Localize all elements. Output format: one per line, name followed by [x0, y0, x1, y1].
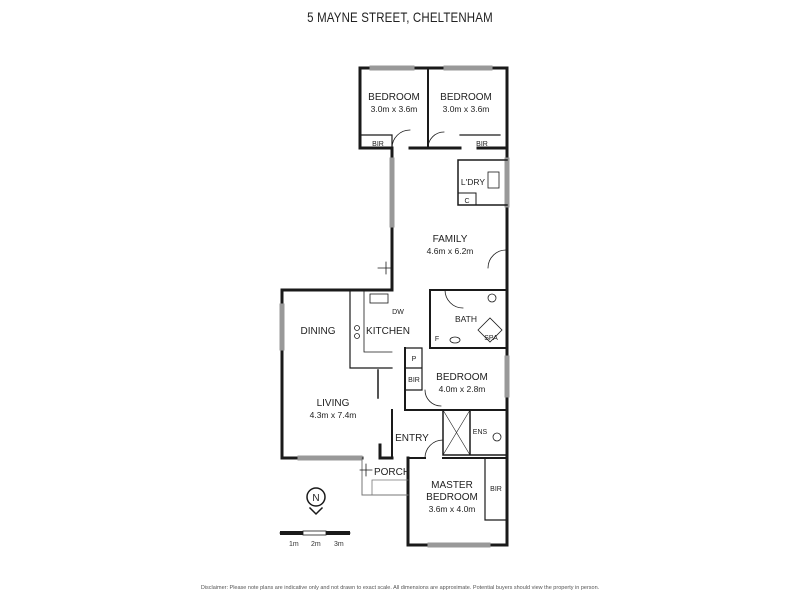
bedroom3-door: [424, 389, 442, 407]
wall-living-outer: [280, 288, 394, 460]
scale-bar-seg-2: [302, 530, 327, 536]
bedroom3-walls: [404, 347, 508, 411]
bedroom2-label: BEDROOM: [440, 92, 492, 103]
toilet-ens: [492, 432, 502, 442]
porch-label: PORCH: [374, 467, 410, 478]
cooktop-1: [354, 325, 360, 331]
kitchen-label: KITCHEN: [366, 326, 410, 337]
cooktop-2: [354, 333, 360, 339]
toilet-bath: [487, 293, 497, 303]
bir4-label: BIR: [490, 486, 502, 493]
living-dims: 4.3m x 7.4m: [310, 410, 357, 420]
laundry-walls: [457, 159, 508, 206]
bir3-label: BIR: [408, 377, 420, 384]
ensuite-cross: [442, 409, 471, 456]
laundry-label: L'DRY: [461, 177, 485, 187]
living-label: LIVING: [317, 398, 350, 409]
bath-door: [444, 289, 464, 309]
spa-label: SPA: [484, 335, 498, 342]
dw-label: DW: [392, 309, 404, 316]
spa: [477, 317, 503, 343]
door-family-side: [487, 249, 508, 269]
pantry-label: P: [412, 356, 417, 363]
bedroom3-label: BEDROOM: [436, 372, 488, 383]
scale-label-3m: 3m: [334, 541, 344, 548]
compass-n: N: [312, 493, 319, 504]
master-label-1: MASTER: [431, 480, 473, 491]
bedroom2-dims: 3.0m x 3.6m: [443, 104, 490, 114]
kitchen-bench: [349, 289, 393, 369]
bir1-label: BIR: [372, 141, 384, 148]
laundry-c-label: C: [464, 198, 469, 205]
master-bir: [484, 457, 508, 521]
bath-label: BATH: [455, 314, 477, 324]
wall-bedrooms-outer: [358, 66, 509, 150]
compass-arrow: [308, 506, 324, 516]
bir2-label: BIR: [476, 141, 488, 148]
kitchen-sink: [369, 293, 389, 304]
master-dims: 3.6m x 4.0m: [429, 504, 476, 514]
scale-bar-seg-1: [280, 531, 303, 535]
bedroom3-dims: 4.0m x 2.8m: [439, 384, 486, 394]
compass-ring: [306, 487, 326, 507]
master-walls: [406, 408, 509, 547]
basin-bath: [449, 336, 461, 344]
bedroom1-label: BEDROOM: [368, 92, 420, 103]
scale-label-1m: 1m: [289, 541, 299, 548]
door-bedroom1: [391, 129, 411, 149]
pantry-box: [404, 347, 423, 391]
entry-arrow-family: [377, 261, 393, 275]
bath-f-label: F: [435, 336, 439, 343]
bath-walls: [429, 289, 508, 349]
door-bedroom2: [427, 131, 445, 149]
entry-label: ENTRY: [395, 433, 429, 444]
family-dims: 4.6m x 6.2m: [427, 246, 474, 256]
laundry-trough: [487, 171, 500, 189]
bir1-box: [361, 134, 393, 149]
family-label: FAMILY: [433, 234, 468, 245]
disclaimer: Disclaimer: Please note plans are indica…: [200, 585, 600, 591]
master-door: [424, 439, 444, 459]
ens-label: ENS: [473, 429, 488, 436]
porch-steps: [371, 479, 409, 496]
scale-label-2m: 2m: [311, 541, 321, 548]
laundry-cupboard: [457, 192, 477, 206]
bedroom1-dims: 3.0m x 3.6m: [371, 104, 418, 114]
kitchen-bench-inner: [363, 289, 393, 353]
dining-label: DINING: [301, 326, 336, 337]
entry-arrow-porch: [359, 463, 373, 477]
master-label-2: BEDROOM: [426, 492, 478, 503]
plan-title: 5 MAYNE STREET, CHELTENHAM: [307, 9, 493, 25]
scale-bar-seg-3: [326, 531, 350, 535]
